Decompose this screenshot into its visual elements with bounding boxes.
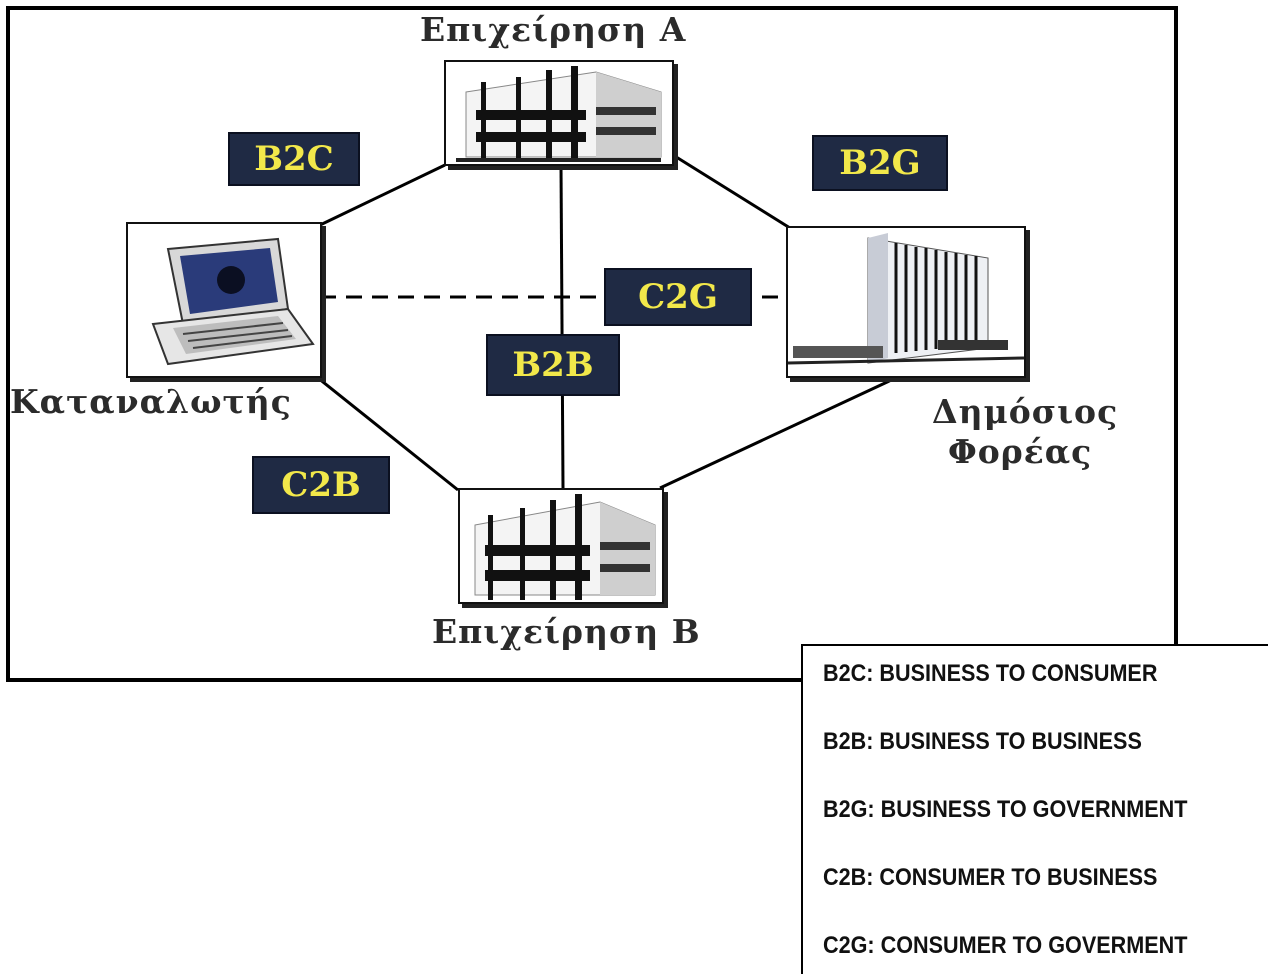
edge-tag-c2b: C2B bbox=[254, 458, 388, 512]
government-label-line1: Δημόσιος bbox=[932, 392, 1119, 431]
legend-item-c2b: C2B: CONSUMER TO BUSINESS bbox=[823, 864, 1158, 891]
consumer-label: Καταναλωτής bbox=[10, 382, 292, 421]
edge-line-b2c bbox=[317, 163, 446, 228]
legend-item-b2b: B2B: BUSINESS TO BUSINESS bbox=[823, 728, 1142, 755]
edge-tag-b2c: B2C bbox=[230, 134, 358, 184]
edge-line-b2g bbox=[672, 153, 791, 230]
business-a-label: Επιχείρηση Α bbox=[420, 10, 687, 49]
government-building-icon bbox=[786, 226, 1026, 378]
diagram-frame bbox=[6, 6, 1178, 682]
edge-line-b2b bbox=[559, 164, 565, 489]
edge-tag-c2g: C2G bbox=[606, 270, 750, 324]
business-b-label: Επιχείρηση Β bbox=[432, 612, 701, 651]
legend-item-b2c: B2C: BUSINESS TO CONSUMER bbox=[823, 660, 1158, 687]
edge-tag-b2g: B2G bbox=[814, 137, 946, 189]
edge-line-c2b bbox=[317, 376, 459, 492]
business-b-building-icon bbox=[458, 488, 664, 604]
legend-item-b2g: B2G: BUSINESS TO GOVERNMENT bbox=[823, 796, 1188, 823]
legend-box: B2C: BUSINESS TO CONSUMER B2B: BUSINESS … bbox=[801, 644, 1268, 974]
edge-tag-b2b: B2B bbox=[488, 336, 618, 394]
consumer-laptop-icon bbox=[126, 222, 322, 378]
business-a-building-icon bbox=[444, 60, 674, 166]
legend-item-c2g: C2G: CONSUMER TO GOVERMENT bbox=[823, 932, 1188, 959]
government-label-line2: Φορέας bbox=[948, 432, 1093, 471]
edge-line-g2b bbox=[659, 374, 901, 490]
